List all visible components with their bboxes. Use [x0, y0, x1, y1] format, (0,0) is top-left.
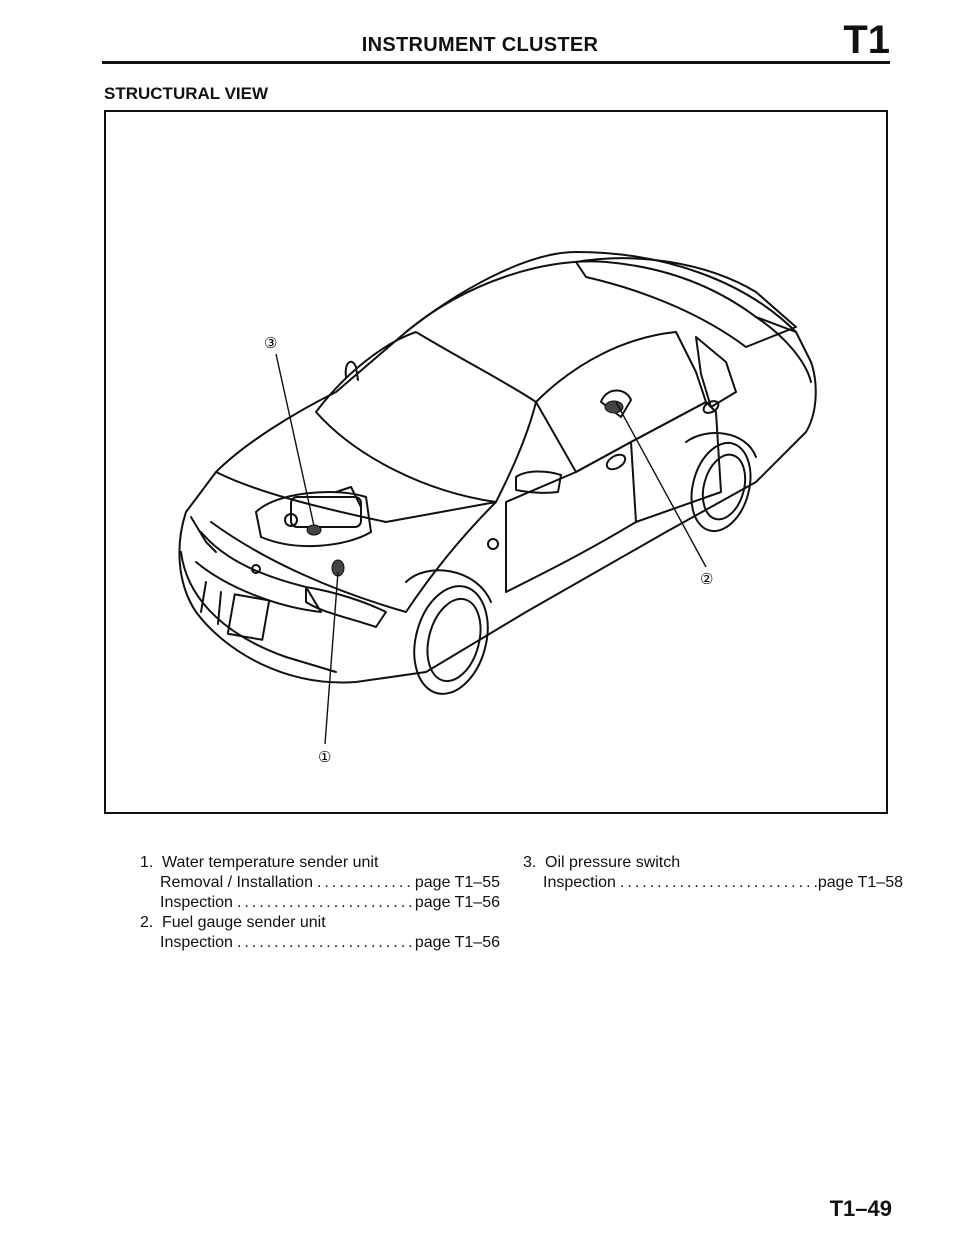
header-rule [102, 61, 890, 64]
legend-column-left: 1. Water temperature sender unit Removal … [140, 853, 500, 953]
callout-2: ② [700, 572, 713, 588]
rear-door [630, 401, 722, 523]
legend-ref-row: Inspection page T1–58 [523, 873, 903, 893]
ref-page: page T1–56 [414, 934, 500, 951]
car-roof [405, 260, 797, 333]
legend-item-1: 1. Water temperature sender unit Removal … [140, 853, 500, 913]
legend-item-number: 1. [140, 854, 154, 871]
legend-item-name: Water temperature sender unit [162, 854, 379, 871]
front-wheel [405, 569, 492, 695]
side-window [535, 331, 707, 473]
legend-ref-row: Inspection page T1–56 [140, 933, 500, 953]
legend-item-3: 3. Oil pressure switch Inspection page T1–… [523, 853, 903, 893]
car-illustration: ① ② ③ [178, 251, 817, 766]
ref-page: page T1–56 [414, 894, 500, 911]
structural-view-figure: ① ② ③ [104, 110, 888, 814]
legend-ref-row: Removal / Installation page T1–55 [140, 873, 500, 893]
page-header-title: INSTRUMENT CLUSTER [361, 34, 599, 56]
car-body-outline [178, 251, 817, 684]
fuel-gauge-sender-part [604, 400, 624, 414]
hood [210, 471, 497, 613]
side-mirror [515, 470, 562, 494]
legend-item-2: 2. Fuel gauge sender unit Inspection page … [140, 913, 500, 953]
leader-line-3 [275, 353, 315, 527]
section-code: T1 [843, 18, 890, 62]
headlight [305, 586, 387, 628]
engine-cover [255, 491, 372, 547]
front-grille [195, 531, 322, 613]
leader-line-1 [324, 571, 339, 745]
leader-dots [233, 893, 415, 913]
legend-item-name: Oil pressure switch [545, 854, 681, 871]
windshield [315, 331, 537, 503]
leader-dots [233, 933, 415, 953]
legend-item-number: 3. [523, 854, 537, 871]
ref-label: Removal / Installation [160, 874, 313, 891]
page-number: T1–49 [829, 1196, 892, 1221]
leader-dots [616, 873, 818, 893]
section-title: STRUCTURAL VIEW [104, 84, 269, 103]
legend-item-number: 2. [140, 914, 154, 931]
oil-pressure-switch-part [306, 524, 322, 536]
rear-wheel [685, 432, 757, 533]
callout-3: ③ [264, 336, 277, 352]
antenna [344, 360, 359, 381]
ref-label: Inspection [160, 934, 233, 951]
ref-label: Inspection [160, 894, 233, 911]
leader-dots [313, 873, 415, 893]
ref-label: Inspection [543, 874, 616, 891]
legend-item-name: Fuel gauge sender unit [162, 914, 326, 931]
callout-1: ① [318, 750, 331, 766]
fuel-filler [600, 389, 632, 418]
leader-line-2 [615, 401, 707, 568]
rear-window [575, 257, 797, 348]
ref-page: page T1–55 [414, 874, 500, 891]
legend-ref-row: Inspection page T1–56 [140, 893, 500, 913]
legend-column-right: 3. Oil pressure switch Inspection page T1–… [523, 853, 903, 893]
ref-page: page T1–58 [817, 874, 903, 891]
